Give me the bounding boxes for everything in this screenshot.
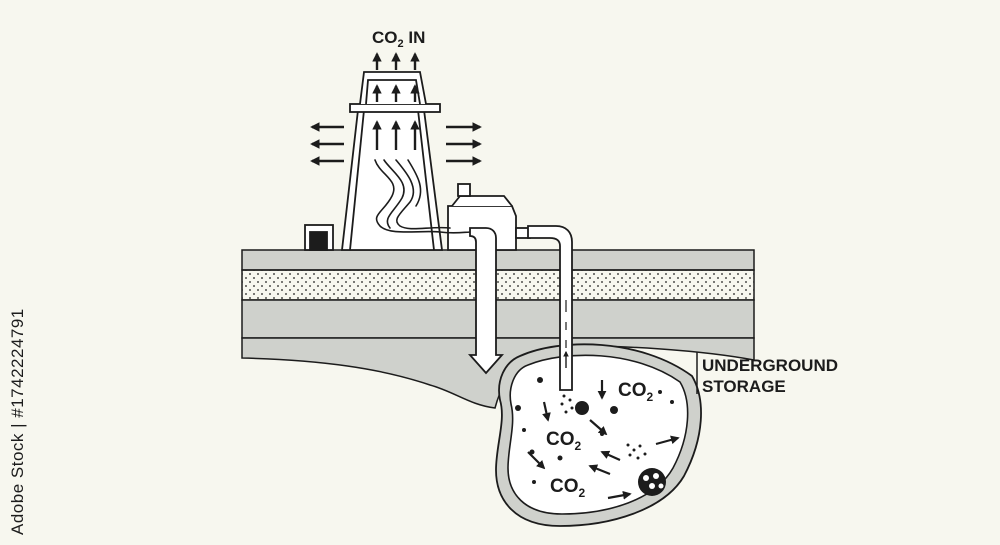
rock-cluster-icon — [638, 468, 666, 496]
co2-in-label: CO2 IN — [372, 28, 425, 50]
reservoir-particles — [515, 377, 674, 484]
injection-pipe — [467, 227, 505, 375]
sand-layer — [241, 269, 755, 301]
underground-storage-label-line1: UNDERGROUND — [702, 356, 838, 375]
facility-top-band — [349, 103, 441, 113]
monitoring-pipe — [527, 225, 573, 391]
co2-label-bottom: CO2 — [550, 476, 586, 500]
middle-rock-layer — [241, 299, 755, 339]
outflow-right-arrows — [446, 122, 482, 166]
stock-watermark: Adobe Stock | #1742224791 — [8, 308, 27, 535]
ground-layers — [241, 249, 755, 409]
top-soil-layer — [241, 249, 755, 271]
reservoir-arrows — [527, 380, 680, 500]
airflow-swirls — [374, 159, 473, 234]
capture-facility — [304, 71, 531, 251]
co2-in-arrows — [372, 52, 420, 150]
co2-label-middle: CO2 — [546, 429, 582, 453]
lower-rock-layer — [241, 337, 755, 409]
outflow-left-arrows — [310, 122, 344, 166]
co2-label-top: CO2 — [618, 380, 654, 404]
underground-storage-label-line2: STORAGE — [702, 377, 786, 396]
